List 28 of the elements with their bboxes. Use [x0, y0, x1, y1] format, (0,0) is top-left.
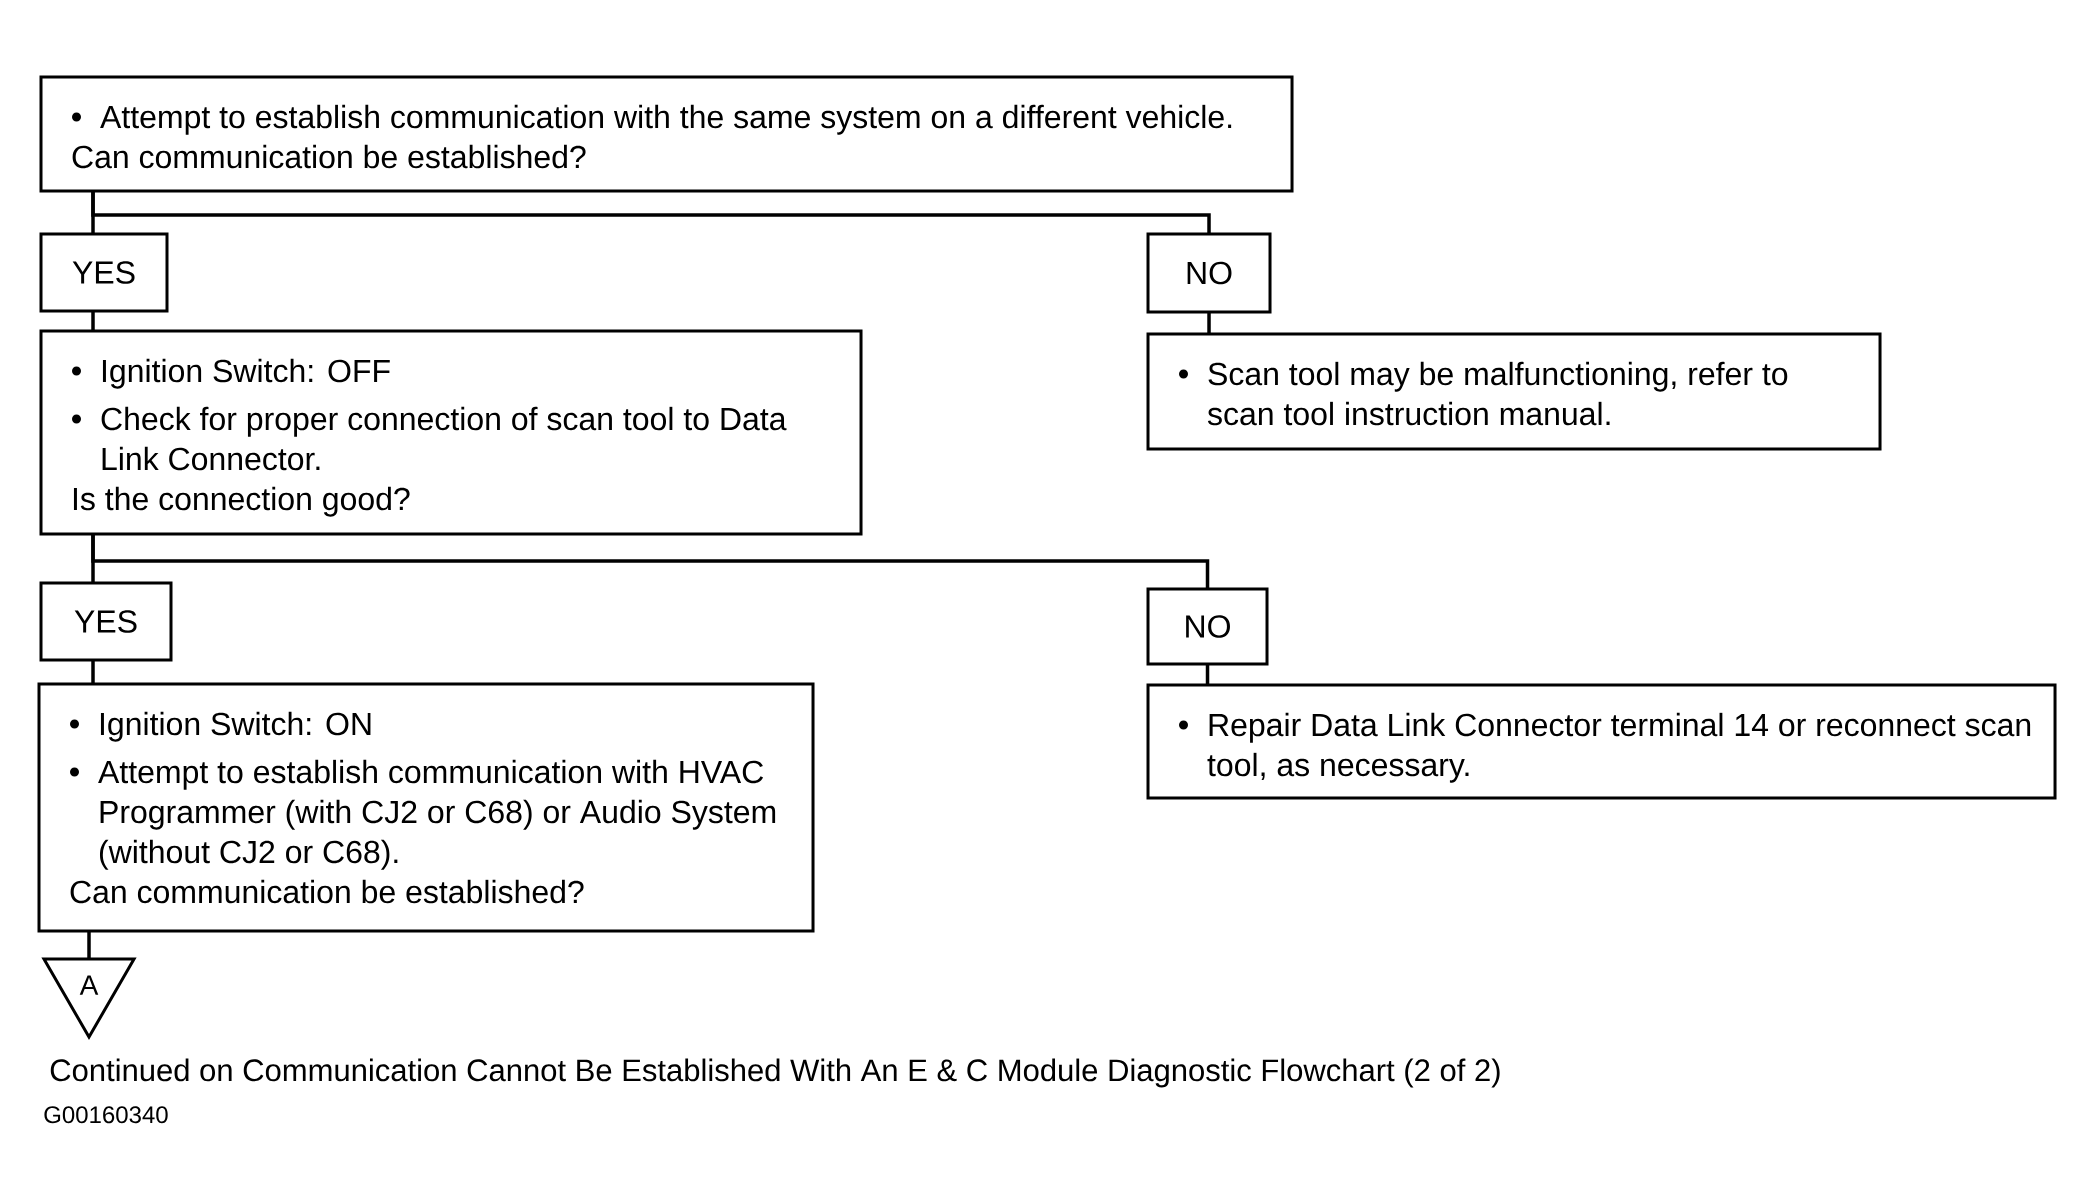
step-box: [37, 682, 815, 933]
outcome-label: NO: [1146, 587, 1269, 666]
connector-line: [91, 534, 1210, 589]
instruction-text: Attempt to establish communication with the same system on a different vehicle.: [100, 104, 1232, 135]
connector-line: [91, 311, 95, 331]
step-box: [39, 329, 863, 536]
outcome-label: NO: [1146, 232, 1272, 314]
connector-line: [91, 191, 1211, 234]
connector-line: [1207, 312, 1211, 334]
step-box: [1146, 683, 2057, 800]
instruction-text: Check for proper connection of scan tool to Data Link Connector.: [101, 406, 787, 471]
connector-line: [87, 931, 91, 959]
connector-line: [91, 660, 95, 684]
question-text: Can communication be established?: [72, 144, 586, 169]
instruction-text: Scan tool may be malfunctioning, refer to scan tool instruction manual.: [1207, 361, 1788, 426]
connector-line: [1205, 664, 1210, 685]
instruction-text: Attempt to establish communication with HVAC Programmer (with CJ2 or C68) or Audio System (without CJ2 or C68).: [98, 759, 776, 870]
caption-text: Continued on Communication Cannot Be Established With An E & C Module Diagnostic Flowchart (2 of 2): [50, 1058, 1500, 1088]
instruction-text: Ignition Switch: ON: [100, 711, 371, 742]
outcome-label: YES: [39, 232, 169, 313]
outcome-label: YES: [39, 581, 173, 662]
step-box: [1146, 332, 1882, 451]
instruction-text: Repair Data Link Connector terminal 14 or reconnect scan tool, as necessary.: [1207, 712, 2031, 783]
instruction-text: Ignition Switch: OFF: [102, 358, 390, 389]
figure-id: G00160340: [44, 1106, 168, 1124]
question-text: Is the connection good?: [73, 486, 410, 517]
question-text: Can communication be established?: [70, 879, 584, 904]
step-box: [39, 75, 1294, 193]
